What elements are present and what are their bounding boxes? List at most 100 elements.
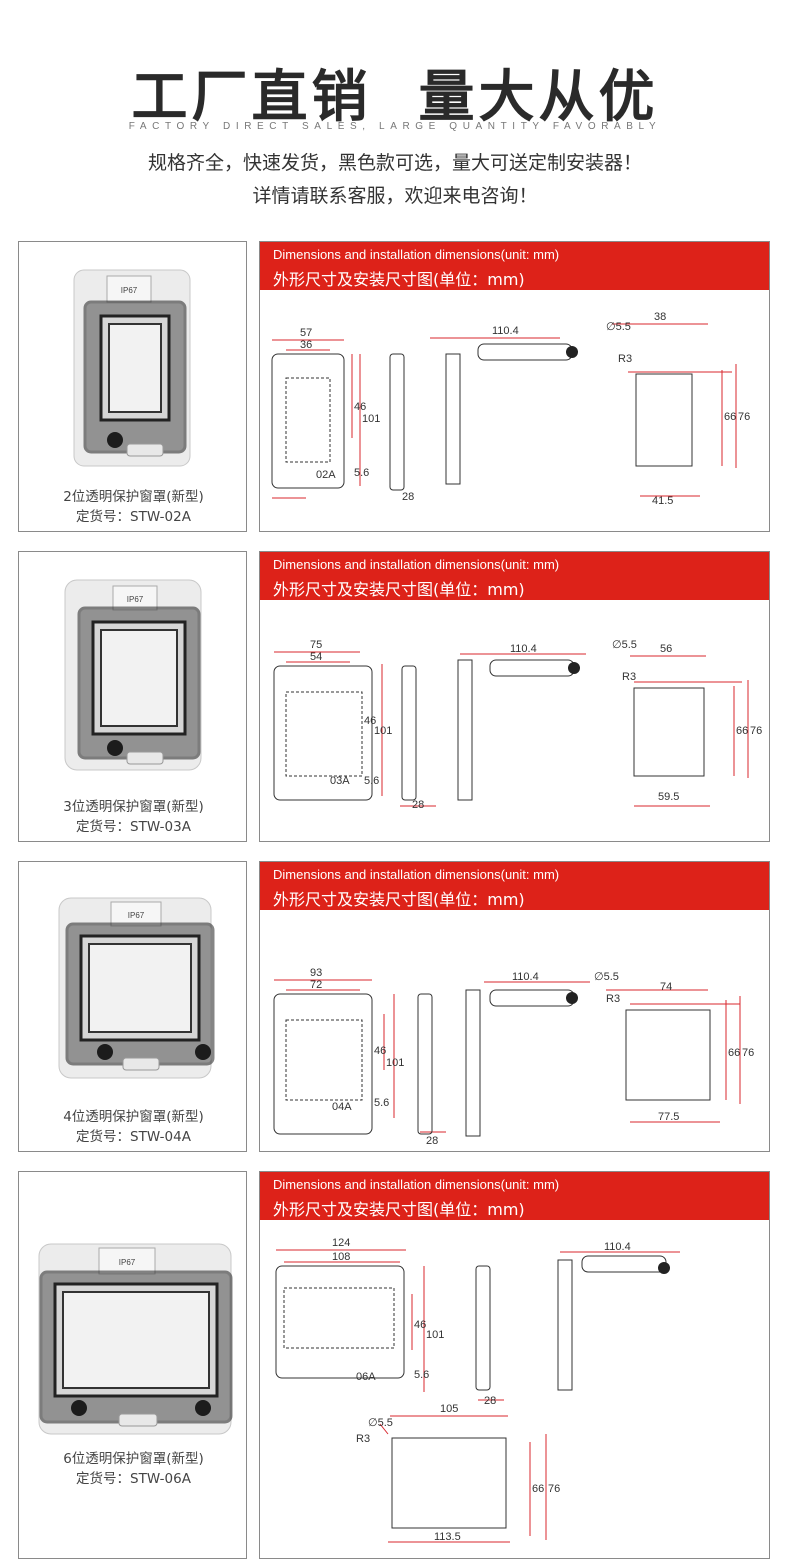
dim-open-length: 110.4 bbox=[604, 1241, 631, 1253]
mount-hole: ∅5.5 bbox=[594, 971, 619, 983]
dim-depth: 28 bbox=[426, 1135, 438, 1147]
model-code: 03A bbox=[330, 775, 350, 787]
dim-height: 101 bbox=[426, 1329, 444, 1341]
page-title: 工厂直销 量大从优 bbox=[131, 65, 659, 130]
dim-width: 75 bbox=[310, 639, 322, 651]
dim-gap: 5.6 bbox=[364, 775, 379, 787]
dimension-panel: Dimensions and installation dimensions(u… bbox=[259, 551, 770, 842]
dim-depth: 28 bbox=[484, 1395, 496, 1407]
dimension-panel: Dimensions and installation dimensions(u… bbox=[259, 861, 770, 1152]
mount-height-inner: 66 bbox=[532, 1483, 544, 1495]
mount-width-top: 56 bbox=[660, 643, 672, 655]
dim-open-length: 110.4 bbox=[510, 643, 537, 655]
dim-open-length: 110.4 bbox=[512, 971, 539, 983]
dimension-panel: Dimensions and installation dimensions(u… bbox=[259, 241, 770, 532]
ip-rating-label: IP67 bbox=[119, 1258, 136, 1267]
mount-width-bottom: 59.5 bbox=[658, 791, 679, 803]
dimension-banner: Dimensions and installation dimensions(u… bbox=[260, 552, 769, 600]
banner-title-cn: 外形尺寸及安装尺寸图(单位：mm) bbox=[273, 580, 525, 599]
mount-width-top: 105 bbox=[440, 1403, 458, 1415]
product-photo: IP67 bbox=[38, 1243, 233, 1435]
dim-gap: 5.6 bbox=[374, 1097, 389, 1109]
product-photo-panel: IP67 3位透明保护窗罩(新型) 定货号：STW-03A bbox=[18, 551, 247, 842]
screw-knob-icon bbox=[195, 1400, 211, 1416]
mount-height-outer: 76 bbox=[738, 411, 750, 423]
product-row-stw-04a: IP67 4位透明保护窗罩(新型) 定货号：STW-04A Dimensions… bbox=[18, 861, 770, 1152]
dim-height-inner: 46 bbox=[364, 715, 376, 727]
mount-radius: R3 bbox=[606, 993, 620, 1005]
dim-depth: 28 bbox=[412, 799, 424, 811]
product-name: 4位透明保护窗罩(新型) bbox=[63, 1109, 204, 1125]
dim-gap: 5.6 bbox=[414, 1369, 429, 1381]
product-order-number: 定货号：STW-02A bbox=[76, 509, 191, 525]
dim-gap: 5.6 bbox=[354, 467, 369, 479]
banner-title-cn: 外形尺寸及安装尺寸图(单位：mm) bbox=[273, 890, 525, 909]
mount-height-outer: 76 bbox=[750, 725, 762, 737]
dim-width: 124 bbox=[332, 1237, 350, 1249]
model-code: 06A bbox=[356, 1371, 376, 1383]
dim-depth: 28 bbox=[402, 491, 414, 503]
banner-title-cn: 外形尺寸及安装尺寸图(单位：mm) bbox=[273, 1200, 525, 1219]
knob-icon bbox=[566, 992, 578, 1004]
dim-width: 57 bbox=[300, 327, 312, 339]
dim-height: 101 bbox=[386, 1057, 404, 1069]
promo-line-1: 规格齐全，快速发货，黑色款可选，量大可送定制安装器！ bbox=[147, 152, 642, 174]
dimension-drawing: 124 108 46 101 5.6 06A 28 110.4 105 113.… bbox=[275, 1237, 680, 1543]
page-subtitle-en: FACTORY DIRECT SALES, LARGE QUANTITY FAV… bbox=[128, 121, 662, 132]
dimension-banner: Dimensions and installation dimensions(u… bbox=[260, 862, 769, 910]
product-row-stw-03a: IP67 3位透明保护窗罩(新型) 定货号：STW-03A Dimensions… bbox=[18, 551, 770, 842]
mount-width-bottom: 77.5 bbox=[658, 1111, 679, 1123]
ip-rating-label: IP67 bbox=[128, 911, 145, 920]
knob-icon bbox=[658, 1262, 670, 1274]
banner-title-en: Dimensions and installation dimensions(u… bbox=[273, 867, 560, 882]
mount-radius: R3 bbox=[622, 671, 636, 683]
product-photo-panel: IP67 6位透明保护窗罩(新型) 定货号：STW-06A bbox=[18, 1171, 247, 1559]
banner-title-en: Dimensions and installation dimensions(u… bbox=[273, 557, 560, 572]
mount-radius: R3 bbox=[618, 353, 632, 365]
mount-height-outer: 76 bbox=[742, 1047, 754, 1059]
mount-width-top: 38 bbox=[654, 311, 666, 323]
dim-height: 101 bbox=[374, 725, 392, 737]
mount-height-inner: 66 bbox=[728, 1047, 740, 1059]
promo-line-2: 详情请联系客服，欢迎来电咨询！ bbox=[252, 185, 538, 207]
dimension-drawing: 75 54 46 101 5.6 03A 28 110.4 56 59.5 66… bbox=[273, 639, 762, 811]
product-order-number: 定货号：STW-03A bbox=[76, 819, 191, 835]
product-photo-panel: IP67 4位透明保护窗罩(新型) 定货号：STW-04A bbox=[18, 861, 247, 1152]
dim-height-inner: 46 bbox=[354, 401, 366, 413]
mount-width-bottom: 41.5 bbox=[652, 495, 673, 507]
dim-inner-width: 72 bbox=[310, 979, 322, 991]
dimension-drawing: 57 36 46 101 5.6 02A 28 110.4 38 41.5 66… bbox=[271, 311, 750, 507]
mount-hole: ∅5.5 bbox=[368, 1417, 393, 1429]
mount-width-top: 74 bbox=[660, 981, 672, 993]
product-photo: IP67 bbox=[64, 579, 202, 771]
banner-title-cn: 外形尺寸及安装尺寸图(单位：mm) bbox=[273, 270, 525, 289]
model-code: 04A bbox=[332, 1101, 352, 1113]
mount-height-inner: 66 bbox=[724, 411, 736, 423]
ip-rating-label: IP67 bbox=[127, 595, 144, 604]
screw-knob-icon bbox=[107, 432, 123, 448]
dim-inner-width: 108 bbox=[332, 1251, 350, 1263]
product-photo: IP67 bbox=[73, 269, 191, 467]
dim-width: 93 bbox=[310, 967, 322, 979]
dimension-panel: Dimensions and installation dimensions(u… bbox=[259, 1171, 770, 1559]
dimension-banner: Dimensions and installation dimensions(u… bbox=[260, 242, 769, 290]
mount-width-bottom: 113.5 bbox=[434, 1531, 461, 1543]
dim-height-inner: 46 bbox=[414, 1319, 426, 1331]
screw-knob-icon bbox=[71, 1400, 87, 1416]
dim-inner-width: 36 bbox=[300, 339, 312, 351]
ip-rating-label: IP67 bbox=[121, 286, 138, 295]
product-name: 2位透明保护窗罩(新型) bbox=[63, 489, 204, 505]
knob-icon bbox=[568, 662, 580, 674]
mount-height-inner: 66 bbox=[736, 725, 748, 737]
knob-icon bbox=[566, 346, 578, 358]
dim-open-length: 110.4 bbox=[492, 325, 519, 337]
mount-radius: R3 bbox=[356, 1433, 370, 1445]
screw-knob-icon bbox=[97, 1044, 113, 1060]
dimension-drawing: 93 72 46 101 5.6 04A 28 110.4 74 77.5 66… bbox=[273, 967, 754, 1147]
product-order-number: 定货号：STW-06A bbox=[76, 1471, 191, 1487]
banner-title-en: Dimensions and installation dimensions(u… bbox=[273, 247, 560, 262]
screw-knob-icon bbox=[195, 1044, 211, 1060]
product-photo-panel: IP67 2位透明保护窗罩(新型) 定货号：STW-02A bbox=[18, 241, 247, 532]
mount-height-outer: 76 bbox=[548, 1483, 560, 1495]
dim-height-inner: 46 bbox=[374, 1045, 386, 1057]
